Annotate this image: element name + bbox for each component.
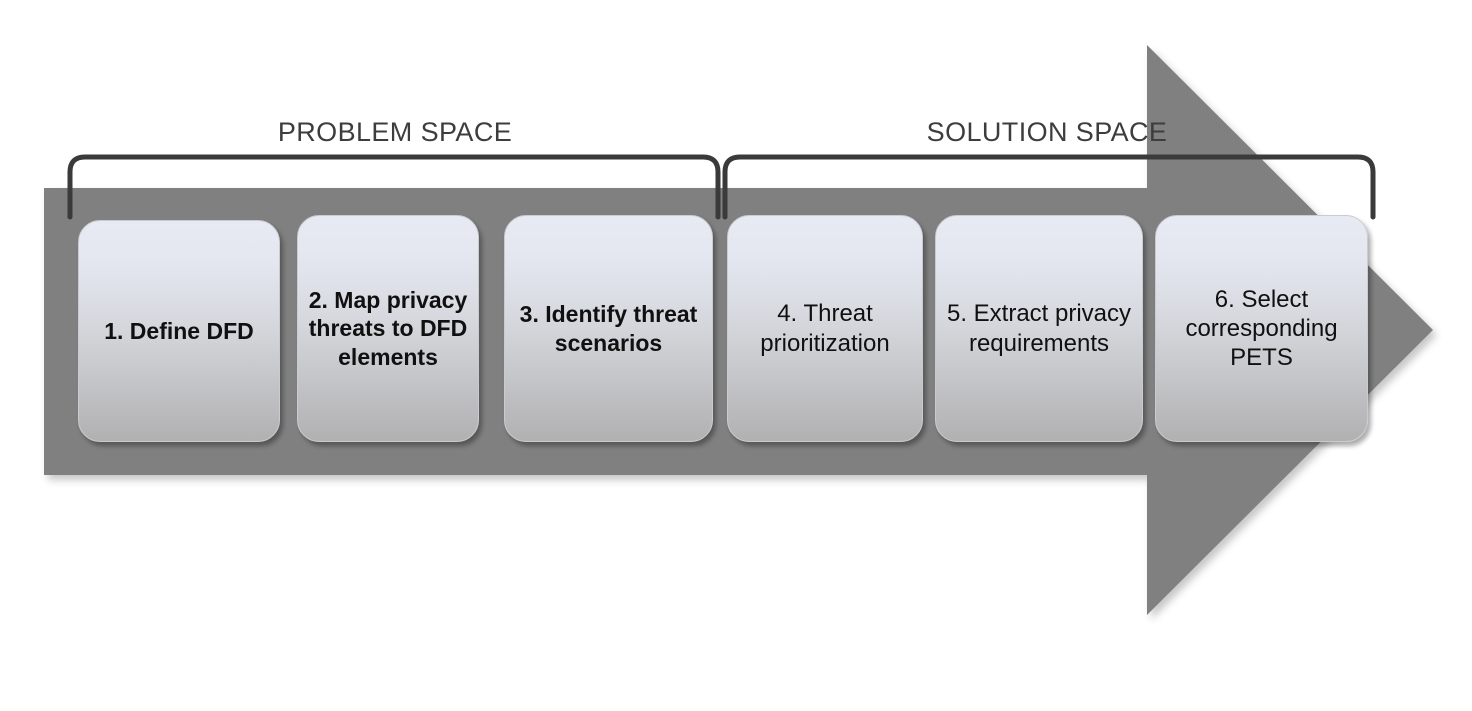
step-box-2[interactable]: 2. Map privacy threats to DFD elements [297, 215, 479, 442]
step-label-5: 5. Extract privacy requirements [946, 300, 1132, 357]
step-box-1[interactable]: 1. Define DFD [78, 220, 280, 442]
step-box-5[interactable]: 5. Extract privacy requirements [935, 215, 1143, 442]
step-box-3[interactable]: 3. Identify threat scenarios [504, 215, 713, 442]
step-label-2: 2. Map privacy threats to DFD elements [308, 287, 468, 370]
phase-label-problem-space: PROBLEM SPACE [277, 117, 513, 147]
step-box-4[interactable]: 4. Threat prioritization [727, 215, 923, 442]
step-label-6: 6. Select corresponding PETS [1185, 285, 1338, 372]
phase-label-solution-space: SOLUTION SPACE [926, 117, 1168, 147]
problem-space-bracket [67, 154, 721, 220]
step-box-6[interactable]: 6. Select corresponding PETS [1155, 215, 1368, 442]
solution-space-bracket [722, 154, 1376, 220]
step-label-3: 3. Identify threat scenarios [519, 301, 698, 356]
step-label-4: 4. Threat prioritization [760, 300, 890, 357]
step-label-1: 1. Define DFD [104, 317, 254, 344]
